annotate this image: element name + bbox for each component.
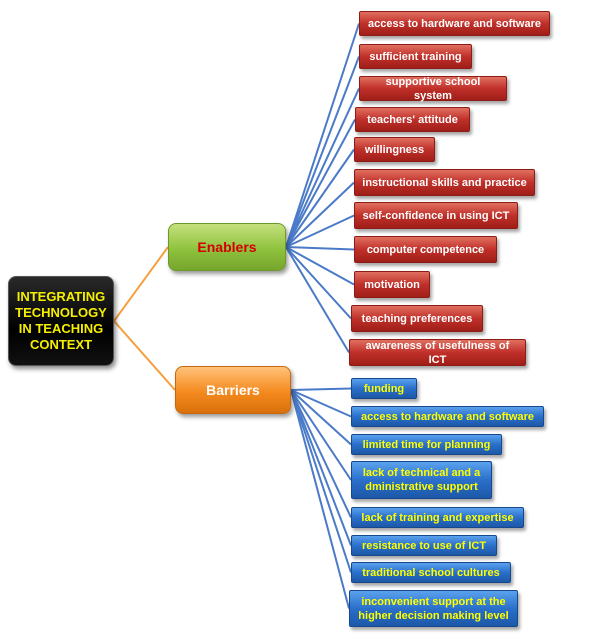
barriers-node: Barriers [175,366,291,414]
enabler-item: awareness of usefulness of ICT [349,339,526,366]
barrier-item: inconvenient support at the higher decis… [349,590,518,627]
barrier-item: access to hardware and software [351,406,544,427]
barrier-item: lack of technical and a dministrative su… [351,461,492,499]
enabler-connector-line [285,148,355,248]
barrier-connector-line [290,389,352,518]
enabler-item: motivation [354,271,430,298]
barriers-label: Barriers [206,382,260,398]
barrier-connector-line [290,389,352,418]
enabler-item: self-confidence in using ICT [354,202,518,229]
enabler-connector-line [285,56,360,248]
enabler-item: computer competence [354,236,497,263]
barrier-connector-line [290,389,352,573]
barrier-connector-line [290,389,352,481]
enabler-connector-line [285,246,355,286]
barrier-item: funding [351,378,417,399]
enabler-connector-line [285,246,355,251]
enabler-connector-line [285,119,356,248]
enabler-connector-line [285,23,360,248]
barrier-item: lack of training and expertise [351,507,524,528]
enabler-item: access to hardware and software [359,11,550,36]
enabler-connector-line [285,246,352,320]
enabler-connector-line [285,246,350,354]
enabler-item: instructional skills and practice [354,169,535,196]
enablers-node: Enablers [168,223,286,271]
enabler-connector-line [285,181,355,248]
barrier-item: limited time for planning [351,434,502,455]
barrier-connector-line [290,387,352,391]
enabler-item: willingness [354,137,435,162]
root-to-barriers-line [113,320,176,391]
root-to-enablers-line [113,246,169,322]
barrier-connector-line [290,389,352,546]
enabler-item: teachers' attitude [355,107,470,132]
barrier-connector-line [290,389,350,609]
enabler-connector-line [285,214,355,248]
barrier-connector-line [290,389,352,446]
enablers-label: Enablers [197,239,257,255]
enabler-item: supportive school system [359,76,507,102]
barrier-item: traditional school cultures [351,562,511,583]
root-node: INTEGRATING TECHNOLOGY IN TEACHING CONTE… [8,276,114,366]
enabler-connector-line [285,88,360,248]
enabler-item: sufficient training [359,44,472,69]
root-label: INTEGRATING TECHNOLOGY IN TEACHING CONTE… [15,289,107,352]
barrier-item: resistance to use of ICT [351,535,497,556]
enabler-item: teaching preferences [351,305,483,332]
